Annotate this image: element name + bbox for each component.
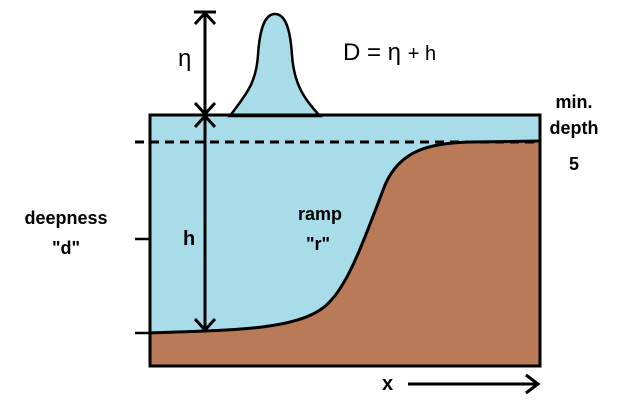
h-bottom-arrowhead [193,317,217,333]
x-axis-label: x [382,373,393,395]
domain-outline [148,113,542,368]
seabed-ground [150,141,540,366]
deepness-label-line1: deepness [24,208,107,228]
eta-top-arrowhead [193,10,217,26]
h-label: h [183,228,195,250]
depth-formula-suffix: + h [408,43,436,65]
depth-formula-prefix: D = η [343,39,408,66]
min-depth-value: 5 [569,154,579,174]
x-axis-arrowhead [525,373,541,395]
eta-label: η [178,45,191,72]
min-depth-label-line1: min. [555,92,592,112]
seabed-outline [149,139,541,335]
ramp-label-line2: "r" [306,234,330,254]
min-depth-label-line2: depth [550,118,599,138]
ramp-label-line1: ramp [298,204,342,224]
h-top-arrowhead [193,113,217,129]
wave-hump [227,12,323,118]
depth-formula: D = η + h [343,39,436,66]
deepness-label-line2: "d" [52,238,80,258]
